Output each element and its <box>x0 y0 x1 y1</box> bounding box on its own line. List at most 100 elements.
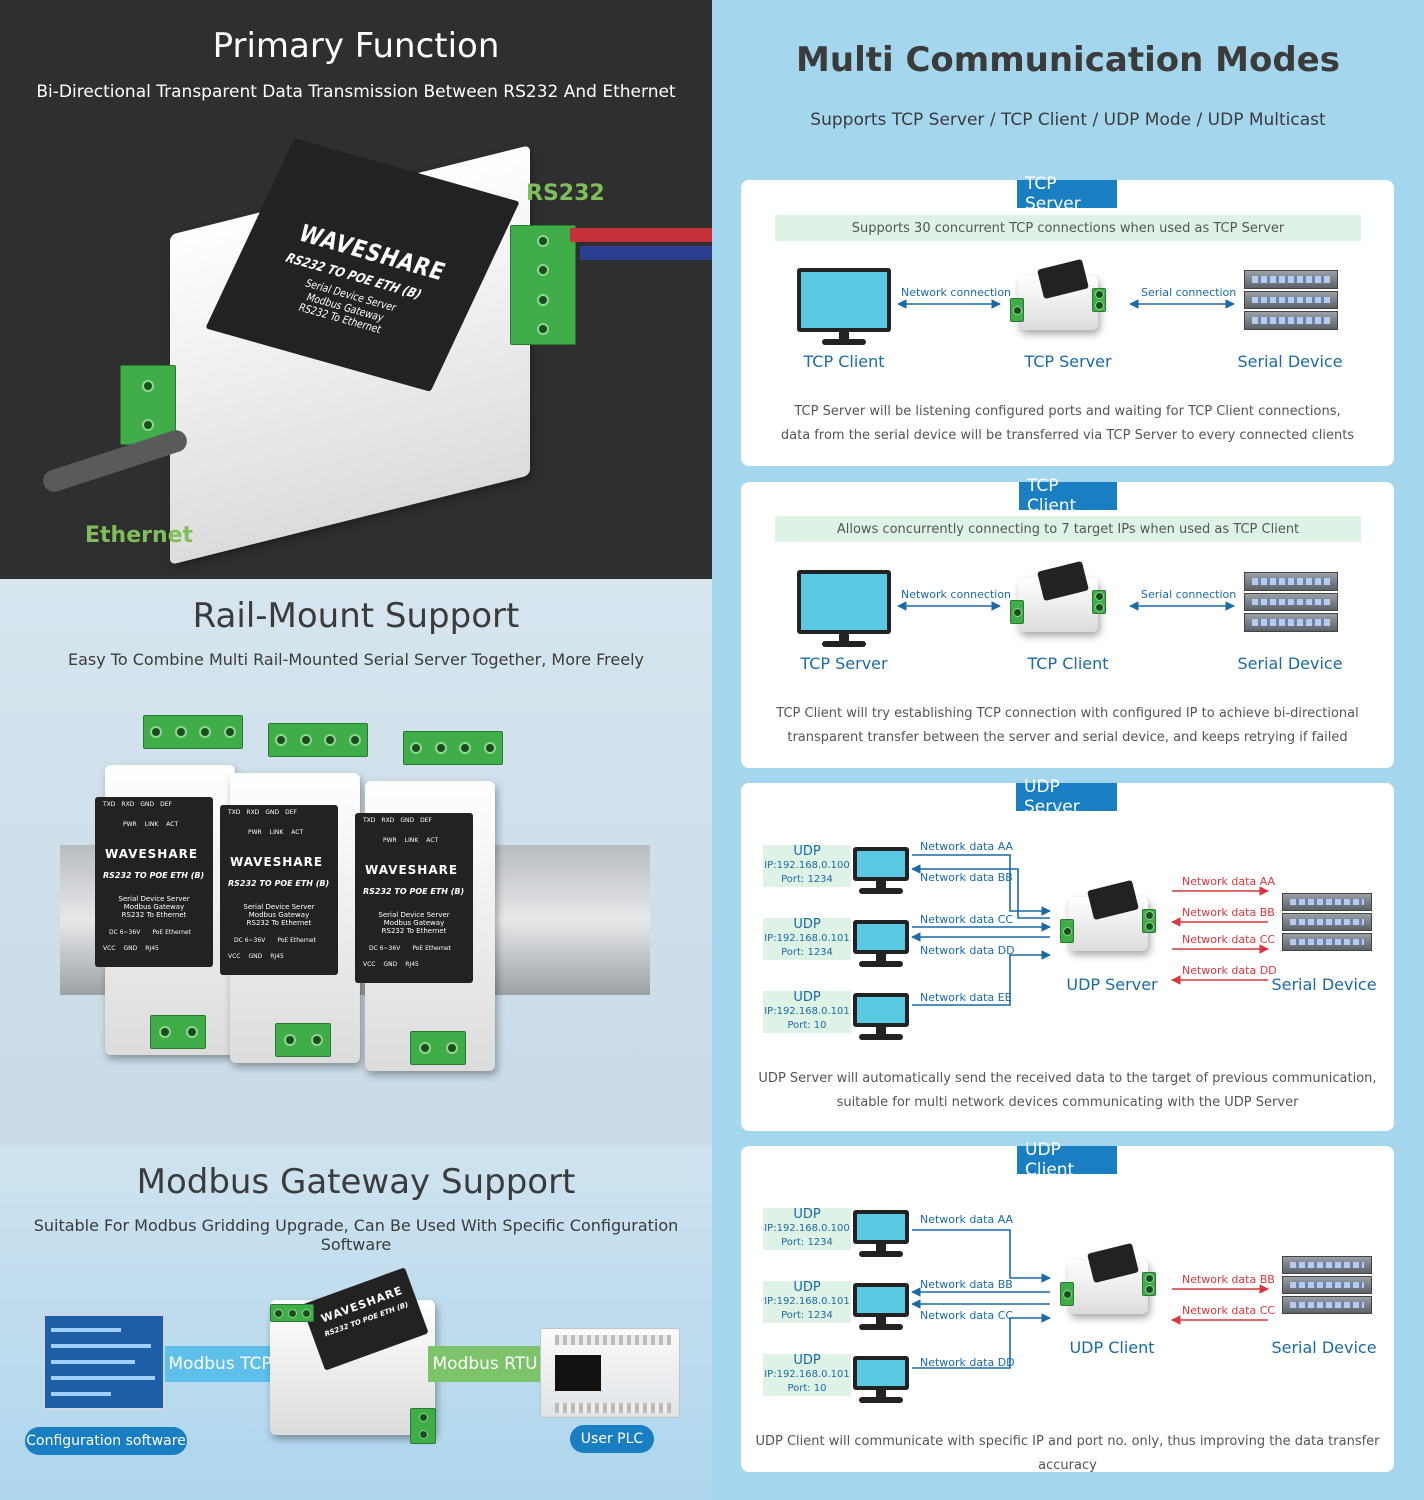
screw <box>1094 603 1104 612</box>
modbus-gateway-title: Modbus Gateway Support <box>136 1162 576 1202</box>
serial-connection-label: Serial connection <box>1141 588 1237 601</box>
poe-label: PoE Ethernet <box>277 937 316 944</box>
pin-label: GND <box>400 817 415 824</box>
power-label: DC 6~36V <box>234 937 266 944</box>
pin-label: DEF <box>285 809 297 816</box>
device-model: RS232 TO POE ETH (B) <box>103 871 205 880</box>
modes-title: Multi Communication Modes <box>796 40 1340 80</box>
network-data-label: Network data AA <box>920 840 1014 853</box>
serial-data-label: Network data BB <box>1182 906 1275 919</box>
monitor-foot <box>859 1324 903 1330</box>
screw <box>283 1034 296 1046</box>
udp-label: UDP <box>793 844 821 859</box>
network-data-label: Network data DD <box>920 1356 1015 1369</box>
monitor-screen <box>853 920 909 954</box>
configuration-software-screenshot <box>42 1313 166 1411</box>
screw <box>1144 911 1154 920</box>
pin-label: RXD <box>381 817 395 824</box>
led-label: PWR <box>248 829 262 836</box>
terminal-block <box>1142 1272 1156 1296</box>
rs232-cable-blue <box>580 246 712 260</box>
serial-device-label: Serial Device <box>1271 975 1377 994</box>
terminal-block <box>1060 919 1074 943</box>
power-label: DC 6~36V <box>109 929 141 936</box>
serial-data-label: Network data CC <box>1182 1304 1276 1317</box>
tcp-client-hint: Allows concurrently connecting to 7 targ… <box>775 516 1361 542</box>
monitor-neck <box>876 881 886 889</box>
serial-device-label: Serial Device <box>1237 654 1343 673</box>
monitor-foot <box>822 641 866 647</box>
pin-label: TXD <box>228 809 241 816</box>
device-brand: WAVESHARE <box>105 847 199 861</box>
product-device-large: WAVESHARE RS232 TO POE ETH (B) Serial De… <box>120 138 600 565</box>
mode-description: TCP Server will be listening configured … <box>794 404 1341 419</box>
rack-unit <box>1244 311 1338 330</box>
rack-unit <box>1282 933 1372 951</box>
udp-client-tag: UDP Client <box>1017 1140 1117 1180</box>
rack-unit <box>1282 1296 1372 1314</box>
poe-label: PoE Ethernet <box>152 929 191 936</box>
rack-unit <box>1282 913 1372 931</box>
serial-device-server-rack-icon <box>1282 893 1372 953</box>
host-ip: IP:192.168.0.101 <box>764 933 850 944</box>
monitor-foot <box>859 1251 903 1257</box>
serial-server-device-icon <box>1060 1242 1156 1318</box>
rack-unit <box>1244 613 1338 632</box>
monitor-neck <box>876 1317 886 1325</box>
host-ip: IP:192.168.0.100 <box>764 1223 850 1234</box>
rs232-terminal-block <box>403 731 503 765</box>
monitor-foot <box>859 961 903 967</box>
network-data-label: Network data BB <box>920 871 1013 884</box>
serial-device-server-rack-icon <box>1282 1256 1372 1316</box>
pin-label: GND <box>248 953 263 960</box>
rack-unit <box>1282 1276 1372 1294</box>
network-connection-label: Network connection <box>901 588 1012 601</box>
pin-label: GND <box>140 801 155 808</box>
host-port: Port: 10 <box>787 1383 827 1394</box>
terminal-block <box>1142 909 1156 933</box>
led-label: LINK <box>144 821 159 828</box>
network-data-label: Network data EE <box>920 991 1012 1004</box>
monitor-screen <box>853 847 909 881</box>
rs232-terminal-block <box>143 715 243 749</box>
host-port: Port: 1234 <box>781 1237 833 1248</box>
pin-label: RJ45 <box>145 945 159 952</box>
description-line: Serial Device Server <box>243 903 315 911</box>
screw <box>410 742 423 754</box>
modbus-tcp-arrow: Modbus TCP <box>165 1346 275 1382</box>
udp-server-tag: UDP Server <box>1016 777 1117 817</box>
left-node-label: TCP Server <box>800 654 888 673</box>
middle-node-label: TCP Client <box>1027 654 1109 673</box>
screw <box>445 1042 458 1054</box>
pin-label: TXD <box>363 817 376 824</box>
serial-data-label: Network data CC <box>1182 933 1276 946</box>
udp-label: UDP <box>793 990 821 1005</box>
screw <box>483 742 496 754</box>
screw <box>1094 290 1104 299</box>
pin-label: GND <box>265 809 280 816</box>
network-data-label: Network data DD <box>920 944 1015 957</box>
led-label: PWR <box>123 821 137 828</box>
serial-data-label: Network data BB <box>1182 1273 1275 1286</box>
device-model: RS232 TO POE ETH (B) <box>228 879 330 888</box>
device-brand: WAVESHARE <box>365 863 459 877</box>
monitor-foot <box>822 339 866 345</box>
mode-description: UDP Server will automatically send the r… <box>758 1071 1377 1086</box>
pin-label: RJ45 <box>270 953 284 960</box>
modes-subtitle: Supports TCP Server / TCP Client / UDP M… <box>810 110 1326 130</box>
screw <box>1144 1285 1154 1294</box>
power-terminal-block <box>275 1023 331 1057</box>
screw <box>459 742 472 754</box>
pin-label: GND <box>383 961 398 968</box>
computer-monitor-icon <box>797 268 891 346</box>
pin-label: VCC <box>228 953 241 960</box>
